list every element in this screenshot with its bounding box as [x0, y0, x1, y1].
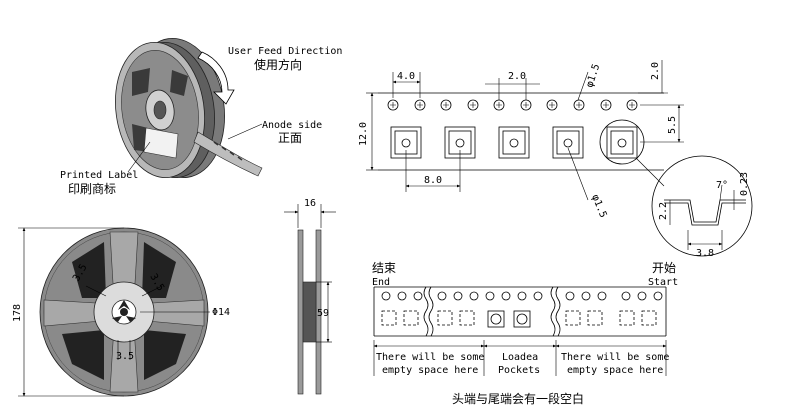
dim-16: 16	[304, 198, 316, 209]
dim-phi-1-5-pocket: φ1.5	[589, 193, 608, 219]
carrier-tape-drawing	[366, 60, 684, 201]
start-label-en: Start	[648, 277, 678, 288]
pocket-profile-detail	[651, 155, 753, 257]
sprocket-holes	[387, 99, 638, 111]
note-mid-line-1: Loadea	[502, 352, 538, 363]
dim-phi14: Φ14	[212, 307, 230, 318]
dim-4-0: 4.0	[397, 71, 415, 82]
dim-0-23: 0.23	[739, 172, 750, 196]
printed-label-patch	[143, 127, 179, 159]
tape-pockets	[390, 119, 645, 165]
dim-2-0-top: 2.0	[508, 71, 526, 82]
loaded-pockets	[487, 310, 531, 328]
printed-label-cn: 印刷商标	[68, 181, 116, 196]
dim-5-5: 5.5	[667, 116, 678, 134]
leader-caption: 头端与尾端会有一段空白	[452, 391, 584, 406]
feed-direction-label-en: User Feed Direction	[228, 46, 342, 57]
printed-label-en: Printed Label	[60, 170, 138, 181]
dim-178: 178	[12, 304, 23, 322]
dim-3-8: 3.8	[696, 248, 714, 259]
note-left-line-2: empty space here	[382, 365, 478, 376]
dim-8-0: 8.0	[424, 175, 442, 186]
dim-2-0-right: 2.0	[650, 62, 661, 80]
dim-2-2: 2.2	[658, 202, 669, 220]
empty-pockets	[381, 310, 657, 326]
reel-side-view	[284, 204, 336, 395]
dim-7-deg: 7°	[716, 180, 728, 191]
leader-sprocket-holes	[381, 291, 663, 301]
reel-front-view	[18, 227, 210, 397]
end-label-cn: 结束	[372, 261, 396, 275]
leader-trailer-tape	[373, 286, 667, 376]
end-label-en: End	[372, 277, 390, 288]
feed-direction-arrow	[197, 51, 235, 105]
note-right-line-1: There will be some	[561, 352, 669, 363]
note-mid-line-2: Pockets	[498, 365, 540, 376]
start-label-cn: 开始	[652, 261, 676, 275]
dim-3-5-bottom: 3.5	[116, 351, 134, 362]
anode-side-label-cn: 正面	[278, 131, 302, 145]
dim-phi-1-5-top: φ1.5	[584, 63, 602, 89]
feed-direction-label-cn: 使用方向	[254, 57, 302, 72]
reel-3d-illustration	[115, 37, 263, 179]
dim-59: 59	[317, 308, 329, 319]
dim-12-0: 12.0	[358, 122, 369, 146]
note-left-line-1: There will be some	[376, 352, 484, 363]
anode-side-label-en: Anode side	[262, 120, 322, 131]
note-right-line-2: empty space here	[567, 365, 663, 376]
